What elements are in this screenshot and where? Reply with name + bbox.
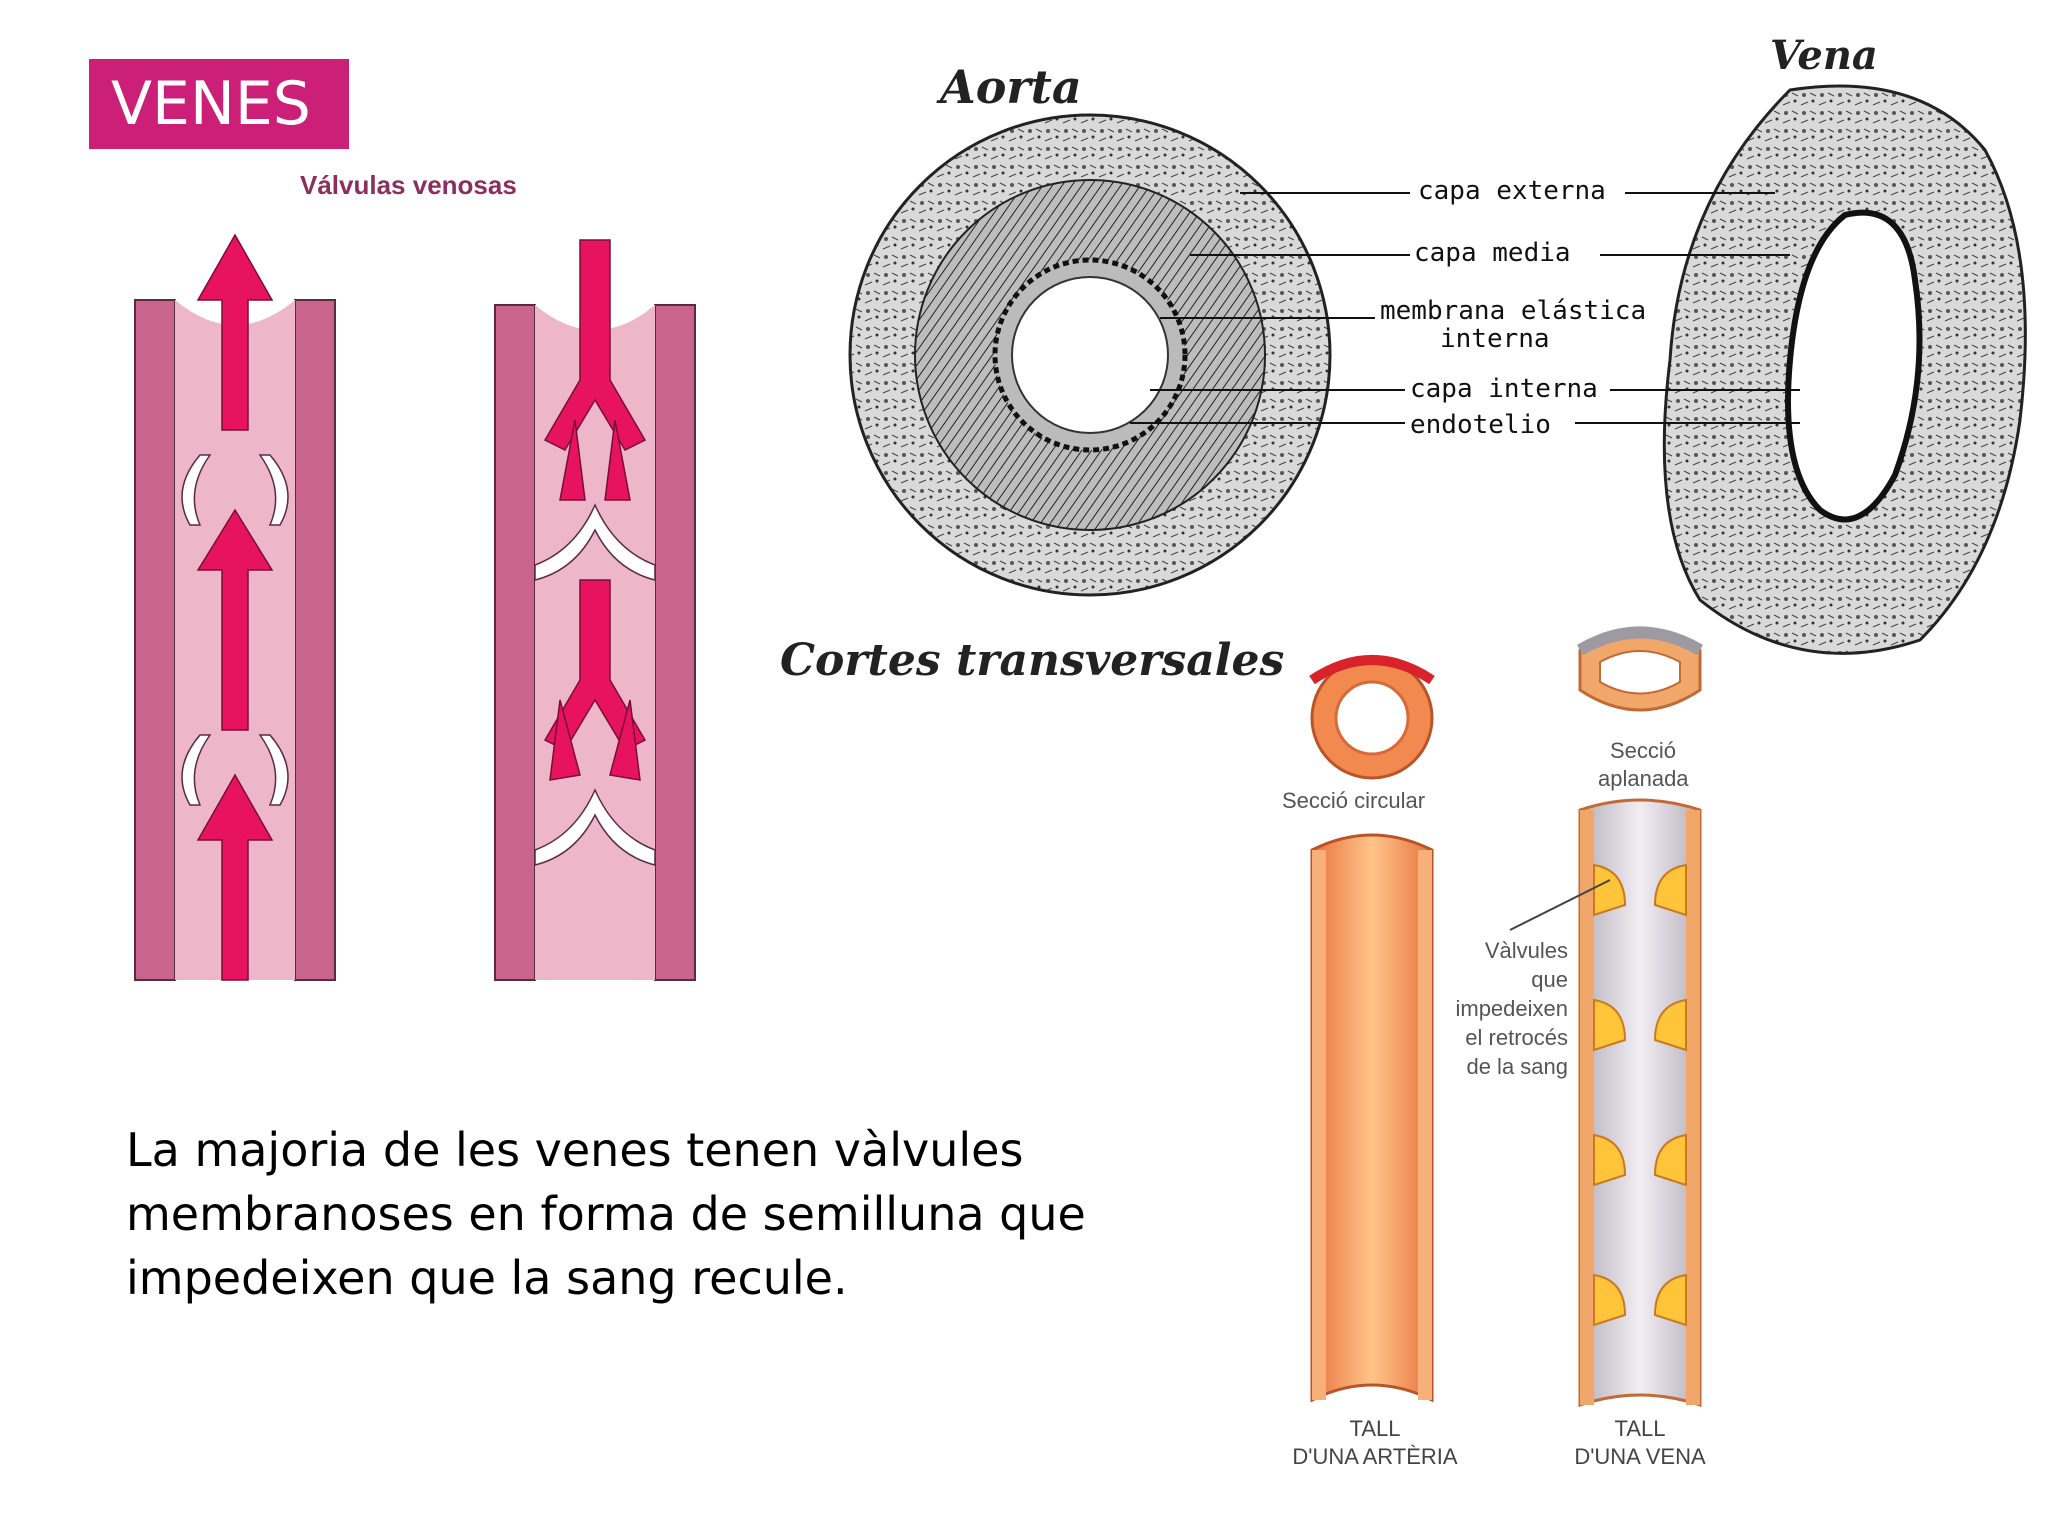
artery-circular-section — [1309, 655, 1435, 780]
label-seccio-circular: Secció circular — [1282, 788, 1426, 813]
tall-arteria-line1: TALL — [1349, 1416, 1401, 1441]
label-endotelio: endotelio — [1410, 410, 1551, 440]
flow-arrows — [196, 233, 274, 981]
label-membrana-elastica: membrana elástica — [1380, 296, 1647, 326]
valvules-line: el retrocés — [1465, 1025, 1568, 1050]
vena-title: Vena — [1770, 32, 1878, 79]
tall-vena-line1: TALL — [1614, 1416, 1666, 1441]
label-tall-arteria: TALL D'UNA ARTÈRIA — [1270, 1415, 1480, 1471]
vein-longitudinal-tube — [1509, 798, 1702, 1408]
label-tall-vena: TALL D'UNA VENA — [1540, 1415, 1740, 1471]
vein-open-valves — [134, 233, 336, 981]
vein-closed-valves — [494, 239, 696, 981]
vein-flattened-section — [1576, 626, 1704, 712]
page-title-text: VENES — [111, 69, 311, 139]
artery-longitudinal-tube — [1310, 833, 1434, 1403]
page-title: VENES — [89, 59, 349, 149]
tall-vena-line2: D'UNA VENA — [1574, 1444, 1706, 1469]
label-aplanada: aplanada — [1598, 766, 1689, 791]
label-valvules-block: Vàlvules que impedeixen el retrocés de l… — [1418, 936, 1568, 1081]
aorta-title: Aorta — [940, 60, 1082, 114]
valvules-line: Vàlvules — [1484, 938, 1568, 963]
vein-valve-cusps — [1593, 863, 1687, 1327]
layer-leader-lines — [1130, 192, 1800, 424]
valvules-line: de la sang — [1466, 1054, 1568, 1079]
description-text: La majoria de les venes tenen vàlvules m… — [126, 1123, 1086, 1305]
label-capa-interna: capa interna — [1410, 374, 1598, 404]
valves-diagram-title: Válvulas venosas — [300, 170, 517, 200]
label-capa-externa: capa externa — [1418, 176, 1606, 206]
valvules-line: impedeixen — [1455, 996, 1568, 1021]
label-seccio-aplanada: Secció — [1610, 738, 1677, 763]
label-membrana-interna: interna — [1440, 324, 1550, 354]
aorta-cross-section — [848, 113, 1332, 597]
backflow-arrows — [543, 239, 647, 781]
cross-sections-caption: Cortes transversales — [780, 635, 1285, 686]
vein-cross-section — [1662, 84, 2027, 655]
valvules-line: que — [1531, 967, 1568, 992]
label-capa-media: capa media — [1414, 238, 1571, 268]
tall-arteria-line2: D'UNA ARTÈRIA — [1292, 1444, 1458, 1469]
